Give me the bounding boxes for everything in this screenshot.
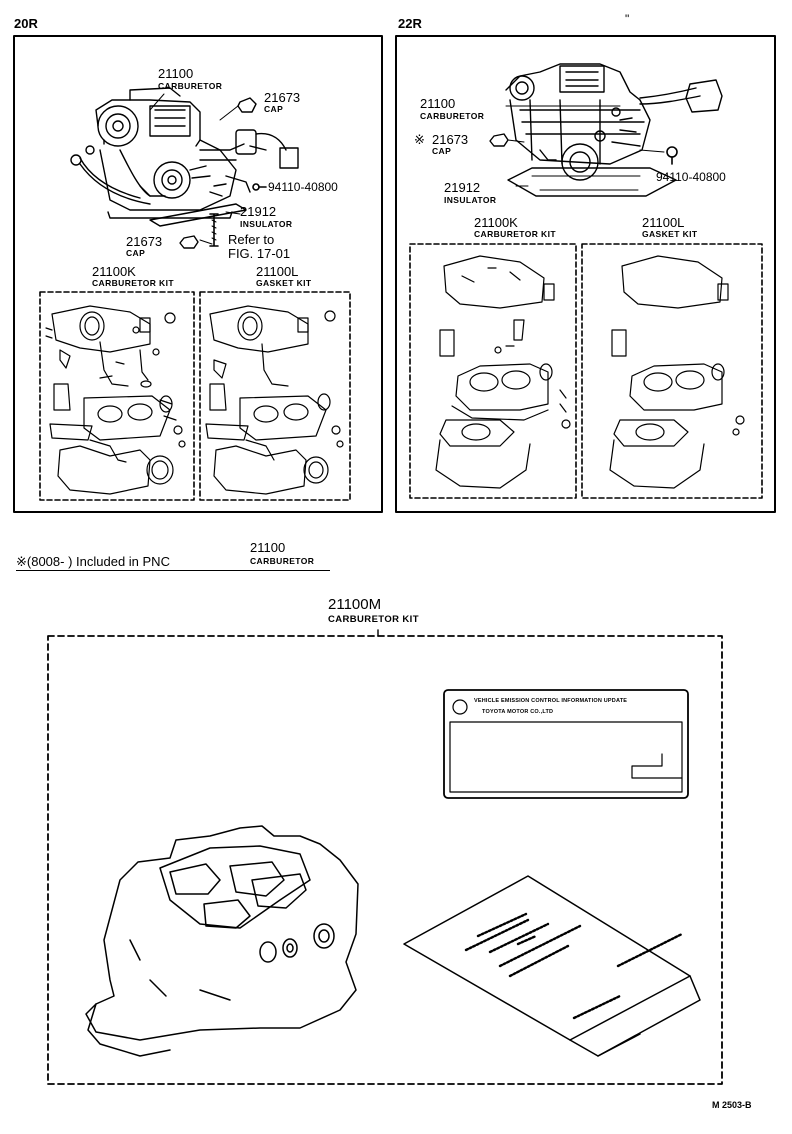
part-name-kit-20r: CARBURETOR KIT <box>92 278 174 288</box>
kit-contents-20r-l <box>205 305 344 495</box>
part-number-gasket-20r: 21100L <box>256 264 299 279</box>
footnote-name: CARBURETOR <box>250 556 315 566</box>
kit-box-21100l-22r <box>581 243 763 499</box>
part-number-carburetor-20r: 21100 <box>158 66 194 81</box>
cap-mark-22r: ※ <box>414 132 425 147</box>
refer-line1: Refer to <box>228 232 275 247</box>
part-name-kit-22r: CARBURETOR KIT <box>474 229 556 239</box>
part-number-gasket-22r: 21100L <box>642 215 685 230</box>
part-name-gasket-22r: GASKET KIT <box>642 229 698 239</box>
part-number-insulator-20r: 21912 <box>240 204 277 219</box>
emission-label <box>443 689 689 799</box>
part-number-carburetor-22r: 21100 <box>420 96 456 111</box>
part-number-cap-top-20r: 21673 <box>264 90 301 105</box>
part-name-insulator-20r: INSULATOR <box>240 219 293 229</box>
frame-22r <box>395 35 776 513</box>
kit-box-21100l-20r <box>199 291 351 501</box>
part-name-cap-22r: CAP <box>432 146 452 156</box>
carburetor-22r-drawing <box>505 63 723 181</box>
part-number-kit-22r: 21100K <box>474 215 518 230</box>
refer-line2: FIG. 17-01 <box>228 246 291 261</box>
frame-20r <box>13 35 383 513</box>
part-name-carburetor-22r: CARBURETOR <box>420 111 485 121</box>
part-number-cap-22r: 21673 <box>432 132 469 147</box>
engine-label-22r: 22R <box>398 16 422 31</box>
part-number-insulator-22r: 21912 <box>444 180 481 195</box>
part-number-cap-bottom-20r: 21673 <box>126 234 163 249</box>
engine-label-20r: 20R <box>14 16 38 31</box>
footnote-part: 21100 <box>250 540 286 555</box>
part-name-insulator-22r: INSULATOR <box>444 195 497 205</box>
footnote-underline <box>16 570 330 571</box>
part-name-gasket-20r: GASKET KIT <box>256 278 312 288</box>
kit-box-21100k-22r <box>409 243 577 499</box>
footnote-text: ※(8008- ) Included in PNC <box>16 554 170 569</box>
part-name-carburetor-20r: CARBURETOR <box>158 81 223 91</box>
carburetor-20r-drawing <box>70 87 299 219</box>
part-name-cap-bottom-20r: CAP <box>126 248 146 258</box>
kit-box-21100k-20r <box>39 291 195 501</box>
part-number-kit-20r: 21100K <box>92 264 136 279</box>
emission-label-line1: VEHICLE EMISSION CONTROL INFORMATION UPD… <box>474 698 628 704</box>
kit-contents-22r <box>435 255 745 489</box>
part-number-kit-m: 21100M <box>328 596 382 613</box>
kit-21100m-booklet-drawing <box>403 875 701 1057</box>
part-name-kit-m: CARBURETOR KIT <box>328 614 419 625</box>
kit-21100m-gasket-drawing <box>85 825 359 1057</box>
cap-top-drawing <box>237 97 257 113</box>
kit-box-21100m <box>47 635 723 1085</box>
cap-bottom-drawing <box>179 235 199 249</box>
emission-label-line2: TOYOTA MOTOR CO.,LTD <box>482 709 554 715</box>
part-number-bolt-20r: 94110-40800 <box>268 180 338 194</box>
part-number-bolt-22r: 94110-40800 <box>656 170 726 184</box>
reference-code: M 2503-B <box>712 1100 752 1110</box>
part-name-cap-top-20r: CAP <box>264 104 284 114</box>
corner-mark: " <box>625 12 630 26</box>
kit-contents-20r-k <box>45 305 186 495</box>
